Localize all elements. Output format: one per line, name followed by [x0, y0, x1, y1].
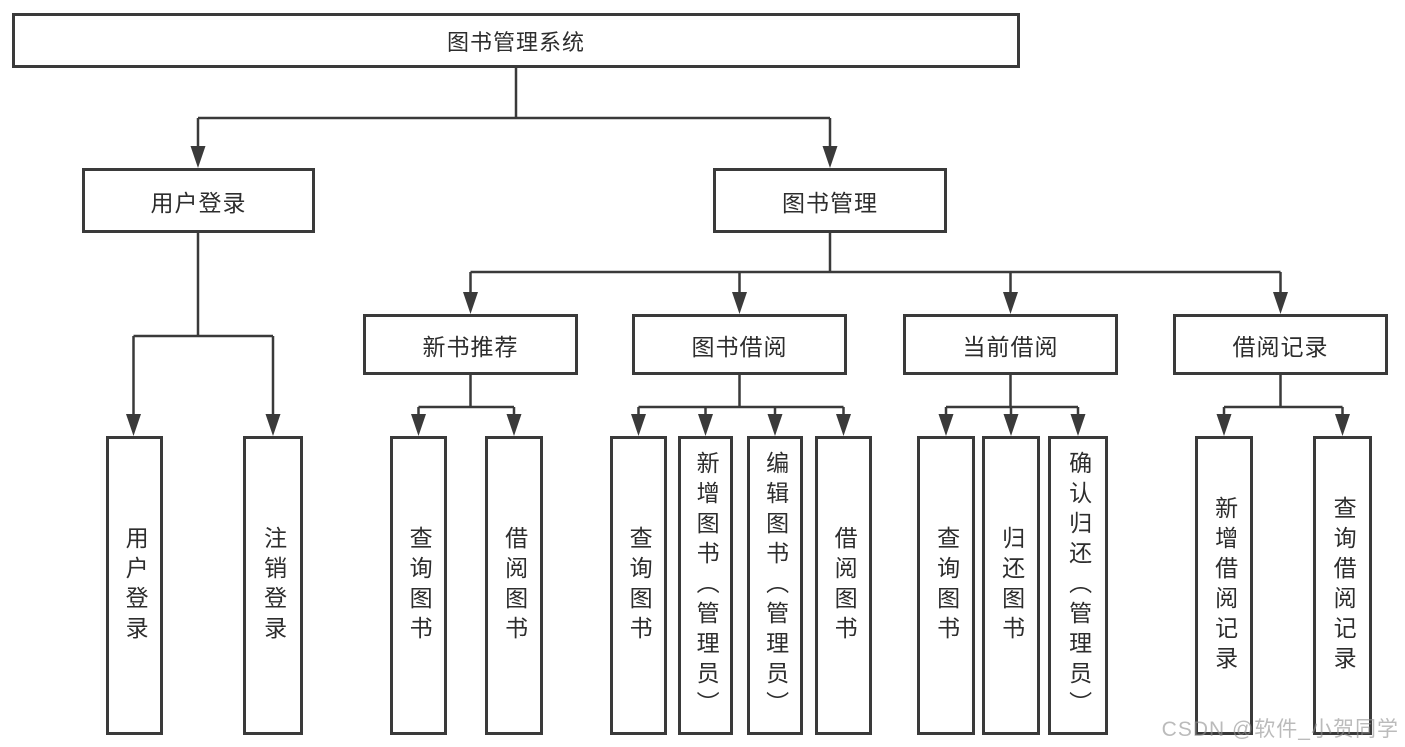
leaf-newrec-query-books-label: 查询图书: [406, 525, 433, 646]
edge-user-login-to-leaves: [126, 233, 281, 436]
node-root-label: 图书管理系统: [446, 29, 585, 55]
leaf-borrow-edit-books: 编辑图书（管理员）: [747, 436, 803, 735]
leaf-borrow-edit-books-label: 编辑图书（管理员）: [762, 450, 789, 721]
leaf-borrow-add-books: 新增图书（管理员）: [678, 436, 733, 735]
leaf-newrec-borrow-books: 借阅图书: [485, 436, 543, 735]
node-borrow-record-label: 借阅记录: [1232, 333, 1329, 360]
leaf-current-confirm-return-label: 确认归还（管理员）: [1065, 450, 1092, 721]
leaf-record-query-record-label: 查询借阅记录: [1330, 495, 1357, 676]
node-user-login-label: 用户登录: [150, 189, 247, 216]
node-new-book-rec-label: 新书推荐: [422, 333, 519, 360]
node-current-borrow-label: 当前借阅: [962, 333, 1059, 360]
node-book-borrow-label: 图书借阅: [691, 333, 788, 360]
node-root: 图书管理系统: [12, 13, 1020, 68]
leaf-record-add-record: 新增借阅记录: [1195, 436, 1253, 735]
leaf-borrow-borrow-books: 借阅图书: [815, 436, 872, 735]
leaf-record-add-record-label: 新增借阅记录: [1211, 495, 1238, 676]
leaf-borrow-query-books-label: 查询图书: [626, 525, 653, 646]
leaf-newrec-query-books: 查询图书: [390, 436, 447, 735]
leaf-current-return-books: 归还图书: [982, 436, 1040, 735]
leaf-current-query-books-label: 查询图书: [933, 525, 960, 646]
node-new-book-rec: 新书推荐: [363, 314, 578, 375]
leaf-current-confirm-return: 确认归还（管理员）: [1048, 436, 1108, 735]
leaf-borrow-borrow-books-label: 借阅图书: [831, 525, 858, 646]
edge-book-borrow-to-leaves: [631, 375, 851, 436]
node-user-login: 用户登录: [82, 168, 315, 233]
edge-book-mgmt-to-level3: [463, 233, 1288, 314]
node-book-mgmt: 图书管理: [713, 168, 947, 233]
node-book-borrow: 图书借阅: [632, 314, 847, 375]
node-book-mgmt-label: 图书管理: [782, 189, 878, 216]
leaf-logout: 注销登录: [243, 436, 303, 735]
leaf-current-query-books: 查询图书: [917, 436, 975, 735]
edge-new-book-rec-to-leaves: [411, 375, 522, 436]
leaf-user-login-label: 用户登录: [122, 525, 149, 646]
edge-current-borrow-to-leaves: [938, 375, 1086, 436]
leaf-current-return-books-label: 归还图书: [998, 525, 1025, 646]
csdn-watermark: CSDN @软件_小贺同学: [1161, 718, 1399, 741]
leaf-borrow-add-books-label: 新增图书（管理员）: [693, 450, 720, 721]
leaf-borrow-query-books: 查询图书: [610, 436, 667, 735]
edge-root-to-level2: [190, 68, 838, 168]
leaf-logout-label: 注销登录: [260, 525, 287, 646]
leaf-newrec-borrow-books-label: 借阅图书: [501, 525, 528, 646]
leaf-record-query-record: 查询借阅记录: [1313, 436, 1372, 735]
leaf-user-login: 用户登录: [106, 436, 163, 735]
edge-borrow-record-to-leaves: [1216, 375, 1350, 436]
node-current-borrow: 当前借阅: [903, 314, 1118, 375]
node-borrow-record: 借阅记录: [1173, 314, 1388, 375]
